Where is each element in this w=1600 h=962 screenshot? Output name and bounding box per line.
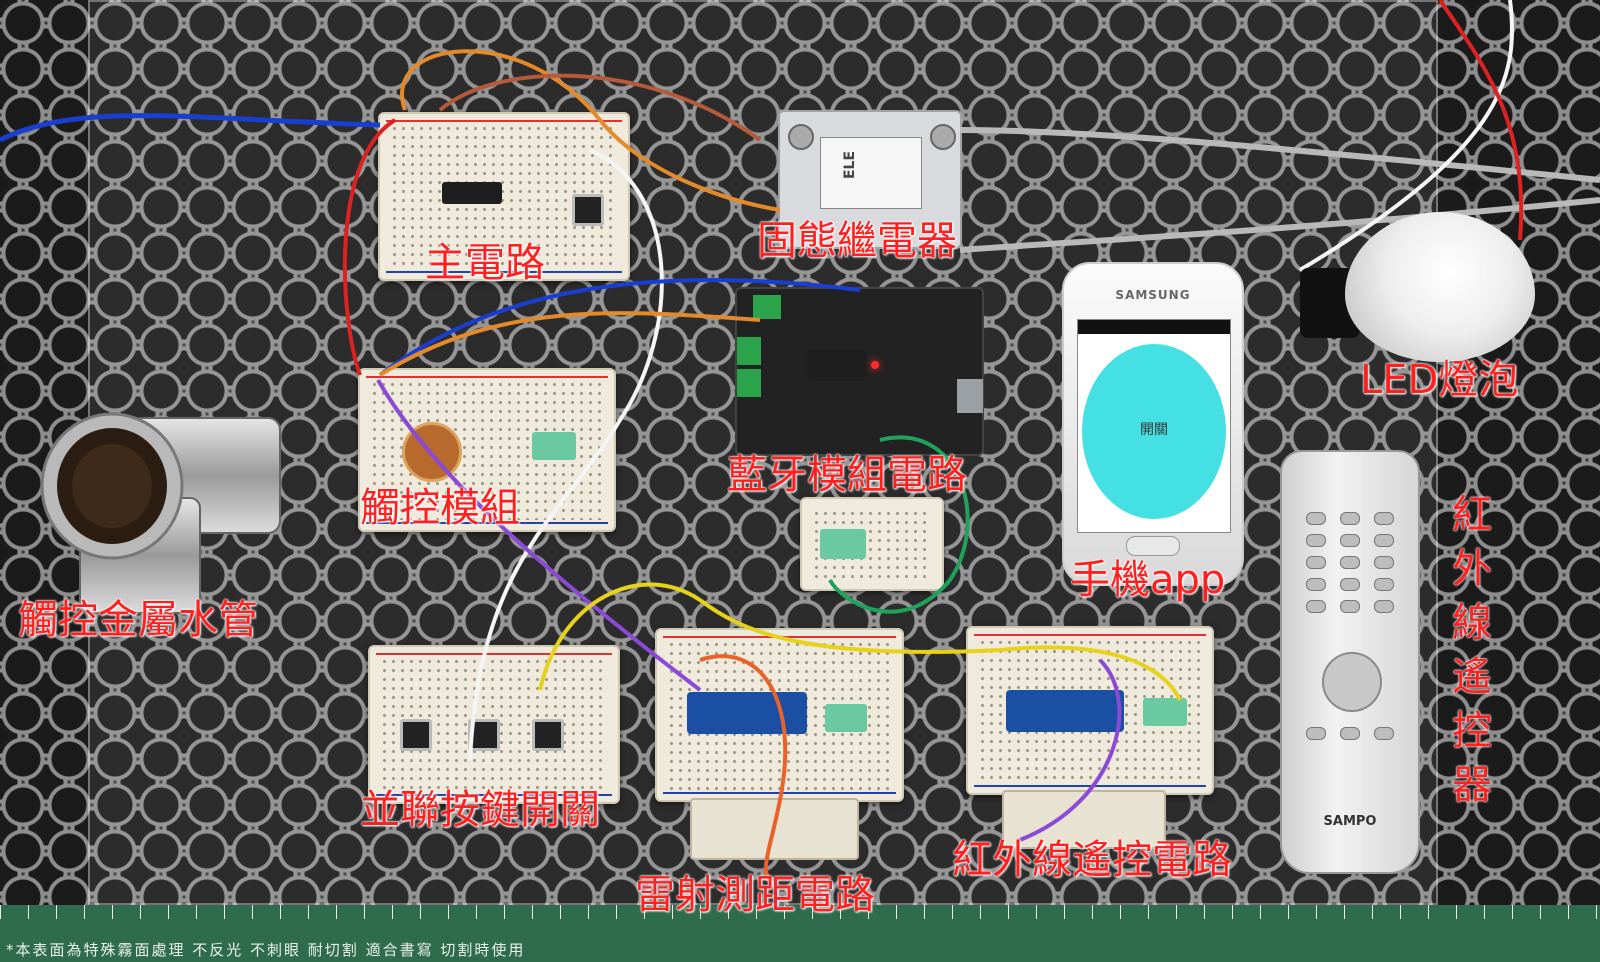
- cutting-mat: *本表面為特殊霧面處理 不反光 不刺眼 耐切割 適合書寫 切割時使用: [0, 905, 1600, 962]
- touch-module-breadboard: [358, 368, 616, 532]
- screw-terminal: [737, 337, 761, 365]
- parallel-switch-breadboard: [368, 645, 620, 804]
- ir-breadboard: [966, 626, 1214, 795]
- power-led: [871, 361, 879, 369]
- phone-brand: SAMSUNG: [1115, 288, 1191, 302]
- label-bluetooth-module: 藍牙模組電路: [727, 452, 967, 498]
- main-circuit-breadboard: [378, 112, 630, 281]
- label-ir-circuit: 紅外線遙控電路: [952, 837, 1232, 883]
- label-phone-app: 手機app: [1070, 557, 1226, 603]
- push-button: [468, 719, 500, 751]
- label-main-circuit: 主電路: [425, 240, 545, 286]
- label-parallel-switch: 並聯按鍵開關: [360, 787, 600, 833]
- metal-water-pipe: [40, 412, 281, 614]
- ir-remote-control: SAMPO: [1280, 450, 1420, 874]
- label-ssr: 固態繼電器: [757, 218, 957, 264]
- arduino-nano: [1006, 690, 1124, 732]
- label-ir-remote: 紅外線遙控器: [1452, 492, 1492, 808]
- terminal-block: [825, 704, 867, 732]
- led-bulb: [1345, 212, 1535, 362]
- bluetooth-controller-board: [735, 287, 984, 456]
- arduino-nano: [687, 692, 807, 734]
- remote-brand: SAMPO: [1323, 814, 1377, 829]
- label-laser-circuit: 雷射測距電路: [635, 872, 875, 918]
- screw: [788, 124, 814, 150]
- screw-terminal: [753, 295, 781, 319]
- push-button: [572, 194, 604, 226]
- terminal-block: [820, 529, 866, 559]
- screw: [930, 124, 956, 150]
- home-button: [1126, 536, 1180, 556]
- terminal-block: [1143, 698, 1187, 726]
- screw-terminal: [737, 369, 761, 397]
- label-touch-pipe: 觸控金屬水管: [18, 597, 258, 643]
- label-led-bulb: LED燈泡: [1360, 357, 1519, 403]
- usb-port: [957, 379, 983, 413]
- status-bar: [1078, 320, 1230, 334]
- dpad: [1322, 652, 1382, 712]
- bluetooth-breadboard: [800, 497, 944, 591]
- push-button: [400, 719, 432, 751]
- smartphone: SAMSUNG 開關: [1062, 262, 1244, 586]
- app-toggle-label: 開關: [1140, 422, 1168, 438]
- ir-receiver-housing: [1002, 790, 1166, 849]
- ic-chip: [442, 182, 502, 204]
- phone-screen: 開關: [1077, 319, 1231, 533]
- terminal-block: [532, 432, 576, 460]
- ic-chip: [807, 349, 867, 381]
- app-toggle-button[interactable]: 開關: [1082, 344, 1226, 519]
- cutting-mat-text: *本表面為特殊霧面處理 不反光 不刺眼 耐切割 適合書寫 切割時使用: [6, 941, 526, 959]
- solid-state-relay: ELE: [778, 110, 962, 249]
- push-button: [532, 719, 564, 751]
- label-touch-module: 觸控模組: [360, 485, 520, 531]
